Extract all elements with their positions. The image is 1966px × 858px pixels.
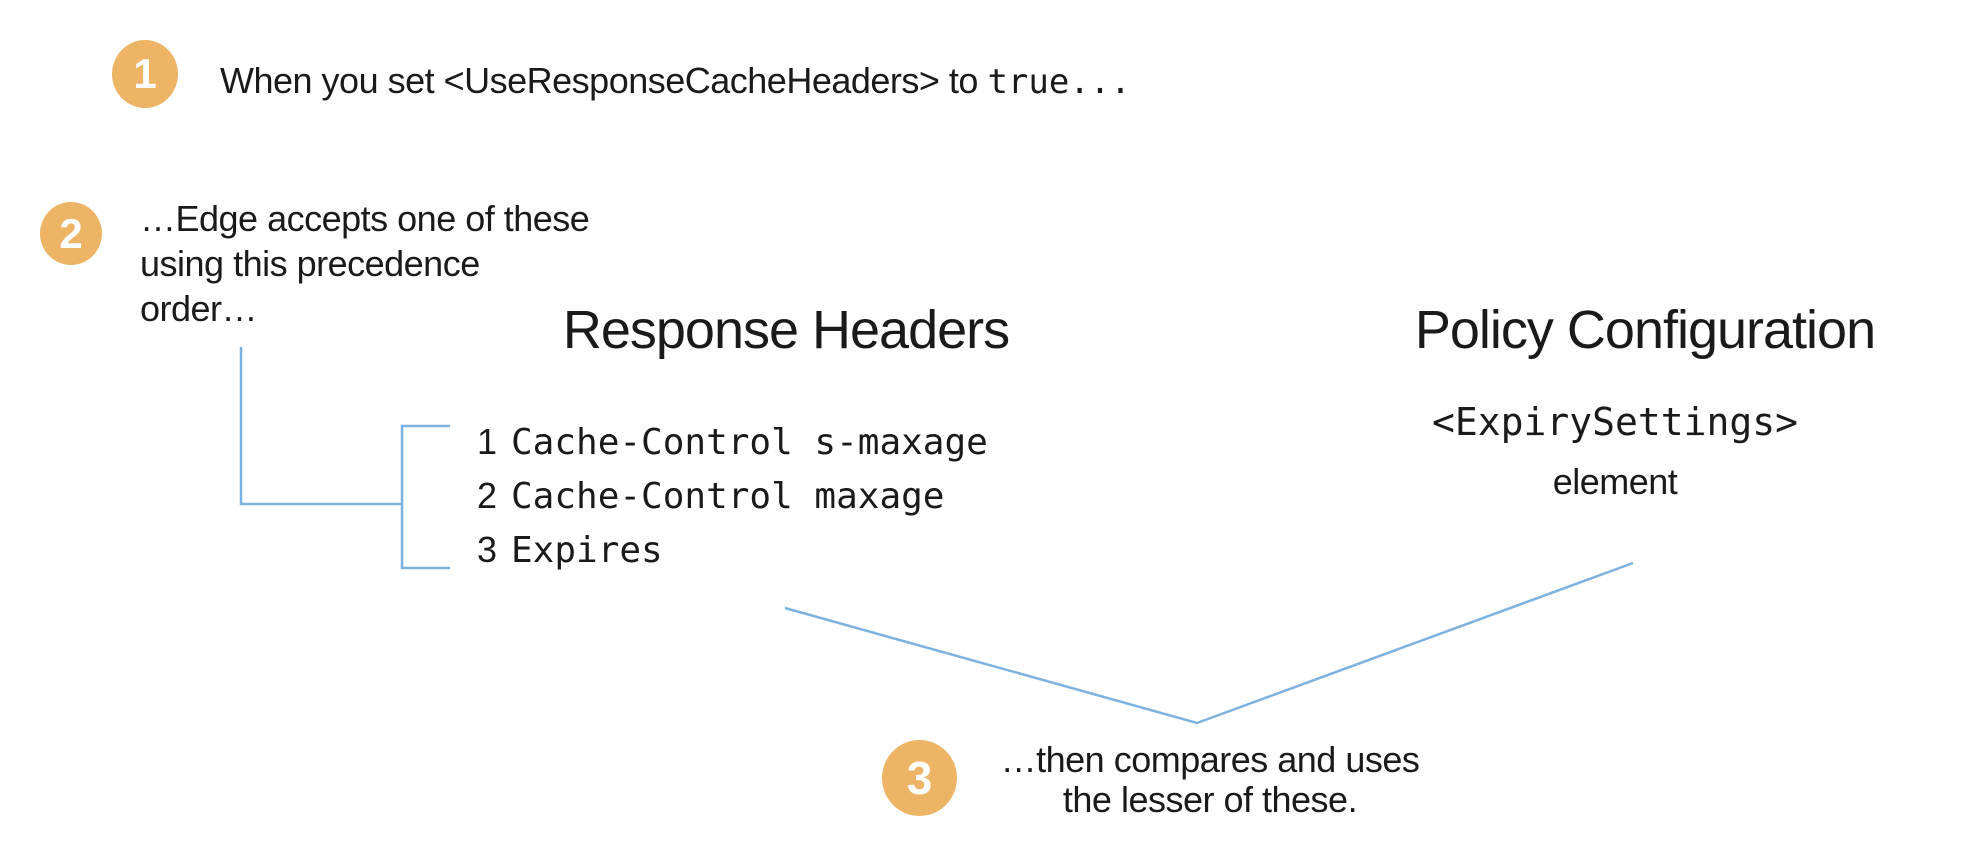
step1-code-true: true...	[987, 62, 1131, 102]
expiry-settings-element-label: element	[1552, 461, 1678, 502]
precedence-rank-3: 3	[477, 529, 498, 570]
precedence-list: 1 Cache-Control s-maxage 2 Cache-Control…	[477, 415, 988, 577]
step2-line1: …Edge accepts one of these	[140, 198, 590, 239]
step1-number: 1	[133, 50, 157, 97]
step2-text: …Edge accepts one of these using this pr…	[140, 196, 590, 331]
step2-line2: using this precedence	[140, 243, 480, 284]
step2-badge: 2	[40, 202, 102, 265]
step2-connector-line	[239, 347, 402, 506]
step3-number: 3	[906, 752, 933, 804]
precedence-value-3: Expires	[511, 530, 663, 571]
step3-line2: the lesser of these.	[1062, 779, 1358, 820]
precedence-bracket	[400, 424, 450, 570]
step2-number: 2	[59, 209, 83, 257]
expiry-settings-code: <ExpirySettings>	[1431, 400, 1799, 444]
compare-chevron-line	[784, 561, 1634, 725]
precedence-value-1: Cache-Control s-maxage	[511, 422, 988, 463]
step3-badge: 3	[882, 740, 957, 816]
step1-badge: 1	[112, 40, 178, 108]
response-headers-title: Response Headers	[562, 300, 1010, 360]
step3-line1: …then compares and uses	[1000, 739, 1420, 780]
precedence-item-2: 2 Cache-Control maxage	[477, 469, 988, 523]
step2-line3: order…	[140, 288, 258, 329]
precedence-rank-2: 2	[477, 475, 498, 516]
step3-text: …then compares and uses the lesser of th…	[980, 740, 1440, 820]
step1-text-sans: When you set <UseResponseCacheHeaders> t…	[220, 60, 988, 101]
precedence-rank-1: 1	[477, 421, 498, 462]
precedence-value-2: Cache-Control maxage	[511, 476, 945, 517]
precedence-item-3: 3 Expires	[477, 523, 988, 577]
precedence-item-1: 1 Cache-Control s-maxage	[477, 415, 988, 469]
policy-configuration-title: Policy Configuration	[1414, 300, 1876, 360]
step1-text: When you set <UseResponseCacheHeaders> t…	[220, 58, 1131, 105]
